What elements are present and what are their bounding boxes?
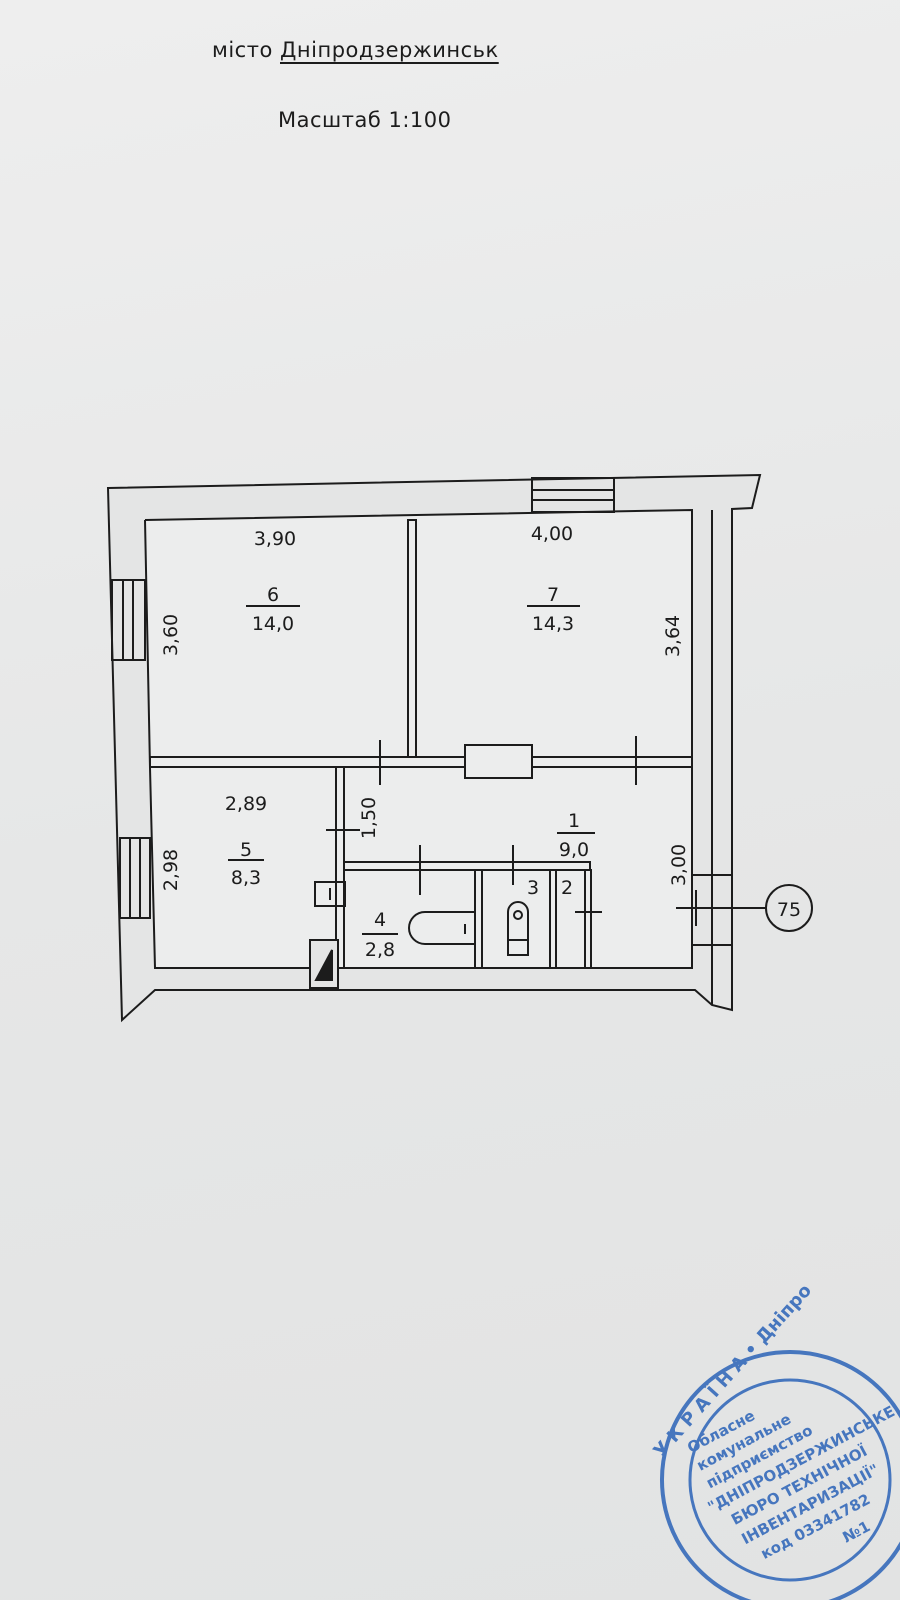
bathtub-icon xyxy=(408,911,475,945)
room-7-length: 3,64 xyxy=(662,615,684,657)
scale-label: Масштаб 1:100 xyxy=(278,108,452,132)
partition-4-3 xyxy=(474,869,483,969)
toilet-icon xyxy=(507,901,529,956)
inner-wall-line xyxy=(144,508,693,969)
city-prefix: місто xyxy=(212,38,273,62)
room-1-number: 1 xyxy=(568,810,580,832)
vent-icon xyxy=(309,939,339,989)
room-5-number: 5 xyxy=(240,839,252,861)
city-name: Дніпродзержинськ xyxy=(280,38,499,62)
partition-horizontal xyxy=(149,756,693,768)
partition-3-2 xyxy=(549,869,557,969)
room-4-area: 2,8 xyxy=(365,939,395,961)
room-6-width: 3,90 xyxy=(254,528,296,550)
room-1-length: 3,00 xyxy=(668,844,690,886)
marker-label: 75 xyxy=(777,899,801,921)
room-5-width: 2,89 xyxy=(225,793,267,815)
window-left-bottom xyxy=(119,837,151,919)
city-line: місто Дніпродзержинськ xyxy=(212,38,499,62)
marker-circle xyxy=(765,884,813,932)
room-1-area: 9,0 xyxy=(559,839,589,861)
chimney-box xyxy=(464,744,533,779)
partition-bath xyxy=(343,861,591,871)
partition-2-1 xyxy=(584,869,592,969)
window-top xyxy=(531,477,615,513)
room-6-area: 14,0 xyxy=(252,613,294,635)
stamp: У К Р А Ї Н А • Дніпро Обласне комунальн… xyxy=(649,1280,900,1600)
room-7-number: 7 xyxy=(547,584,559,606)
room-7-area: 14,3 xyxy=(532,613,574,635)
room-7-width: 4,00 xyxy=(531,523,573,545)
room-5-length: 2,98 xyxy=(160,849,182,891)
sink-icon xyxy=(314,881,346,907)
room-5-area: 8,3 xyxy=(231,867,261,889)
room-3-number: 3 xyxy=(527,877,539,899)
room-2-number: 2 xyxy=(561,877,573,899)
room-1-width: 1,50 xyxy=(358,797,380,839)
room-4-number: 4 xyxy=(374,909,386,931)
room-6-number: 6 xyxy=(267,584,279,606)
window-left-top xyxy=(111,579,146,661)
room-6-length: 3,60 xyxy=(160,614,182,656)
